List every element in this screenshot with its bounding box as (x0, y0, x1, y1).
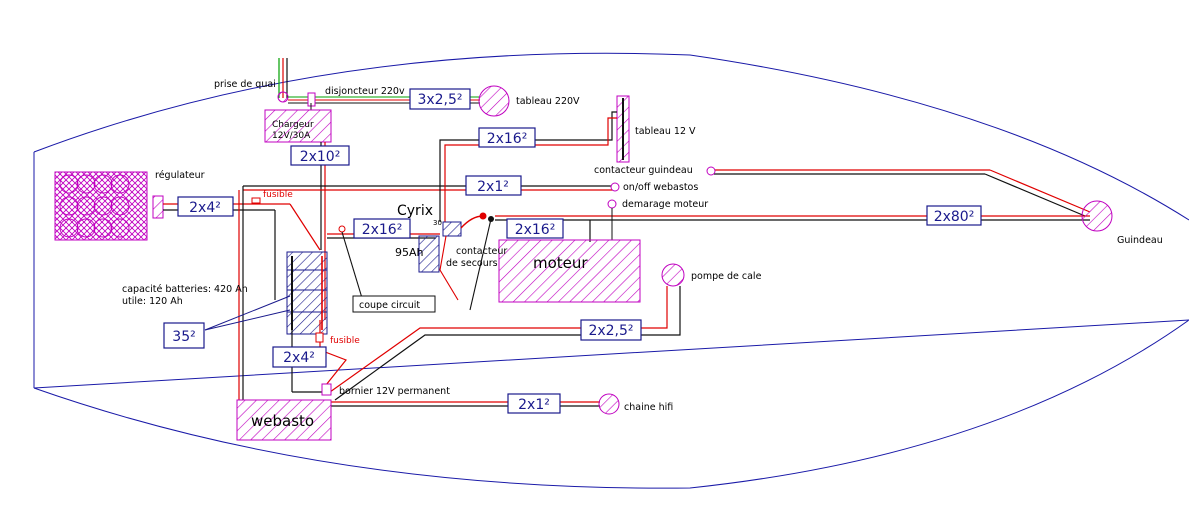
label-fusible-top: fusible (263, 190, 293, 200)
label-tableau-12v: tableau 12 V (635, 126, 696, 137)
label-chargeur: Chargeur (272, 120, 314, 130)
gauge-3x2-5: 3x2,5² (417, 92, 462, 108)
gauge-2x2-5: 2x2,5² (588, 323, 633, 339)
fusible-bottom (315, 332, 324, 343)
label-regulateur: régulateur (155, 170, 205, 181)
gauge-2x4-top: 2x4² (189, 200, 221, 216)
label-contacteur: contacteur (456, 246, 507, 257)
label-de-secours: de secours (446, 258, 498, 269)
gauge-labels: 3x2,5² 2x16² 2x10² 2x1² 2x4² 2x16² 2x16²… (163, 88, 982, 414)
label-tableau-220v: tableau 220V (516, 96, 580, 107)
label-95ah: 95Ah (395, 246, 424, 259)
webasto (236, 399, 332, 441)
label-demarrage-moteur: demarage moteur (622, 199, 708, 210)
label-terminal-30: 30 (433, 219, 442, 227)
label-capacite: capacité batteries: 420 Ah (122, 284, 248, 295)
gauge-2x16-top: 2x16² (487, 131, 528, 147)
label-webasto: webasto (251, 412, 314, 430)
gauge-2x16-left: 2x16² (362, 222, 403, 238)
chargeur (264, 109, 332, 143)
label-disjoncteur: disjoncteur 220v (325, 86, 405, 97)
bornier-12v (321, 383, 332, 396)
gauge-2x1-top: 2x1² (477, 179, 509, 195)
cyrix-relay (442, 221, 462, 237)
moteur (498, 239, 641, 303)
hull-outline (33, 52, 1189, 489)
label-guindeau: Guindeau (1117, 235, 1163, 246)
gauge-2x16-right: 2x16² (515, 222, 556, 238)
coupe-circuit-box (352, 295, 436, 313)
label-coupe-circuit: coupe circuit (359, 300, 420, 311)
label-utile: utile: 120 Ah (122, 296, 183, 307)
label-chargeur-spec: 12V/30A (272, 131, 311, 141)
gauge-2x80: 2x80² (934, 209, 975, 225)
shore-power-cable (277, 58, 289, 103)
chaine-hifi-icon (598, 393, 620, 415)
gauge-2x1-bottom: 2x1² (518, 397, 550, 413)
label-pompe-de-cale: pompe de cale (691, 271, 762, 282)
label-contacteur-guindeau: contacteur guindeau (594, 165, 693, 176)
tableau-220v-icon (478, 85, 510, 117)
solar-panel (54, 171, 148, 241)
pompe-cale-icon (661, 263, 685, 287)
guindeau-icon (1081, 200, 1113, 232)
label-fusible-bottom: fusible (330, 336, 360, 346)
label-prise-de-quai: prise de quai (214, 79, 276, 90)
label-bornier: bornier 12V permanent (339, 386, 450, 397)
label-moteur: moteur (533, 254, 588, 272)
label-cyrix: Cyrix (397, 203, 433, 219)
regulateur-box (152, 195, 164, 219)
label-onoff-webastos: on/off webastos (623, 182, 698, 193)
label-chaine-hifi: chaine hifi (624, 402, 673, 413)
fusible-top (251, 197, 261, 204)
battery-95ah (418, 235, 440, 273)
gauge-2x10: 2x10² (300, 149, 341, 165)
gauge-2x4-bottom: 2x4² (283, 350, 315, 366)
gauge-35: 35² (172, 329, 195, 345)
